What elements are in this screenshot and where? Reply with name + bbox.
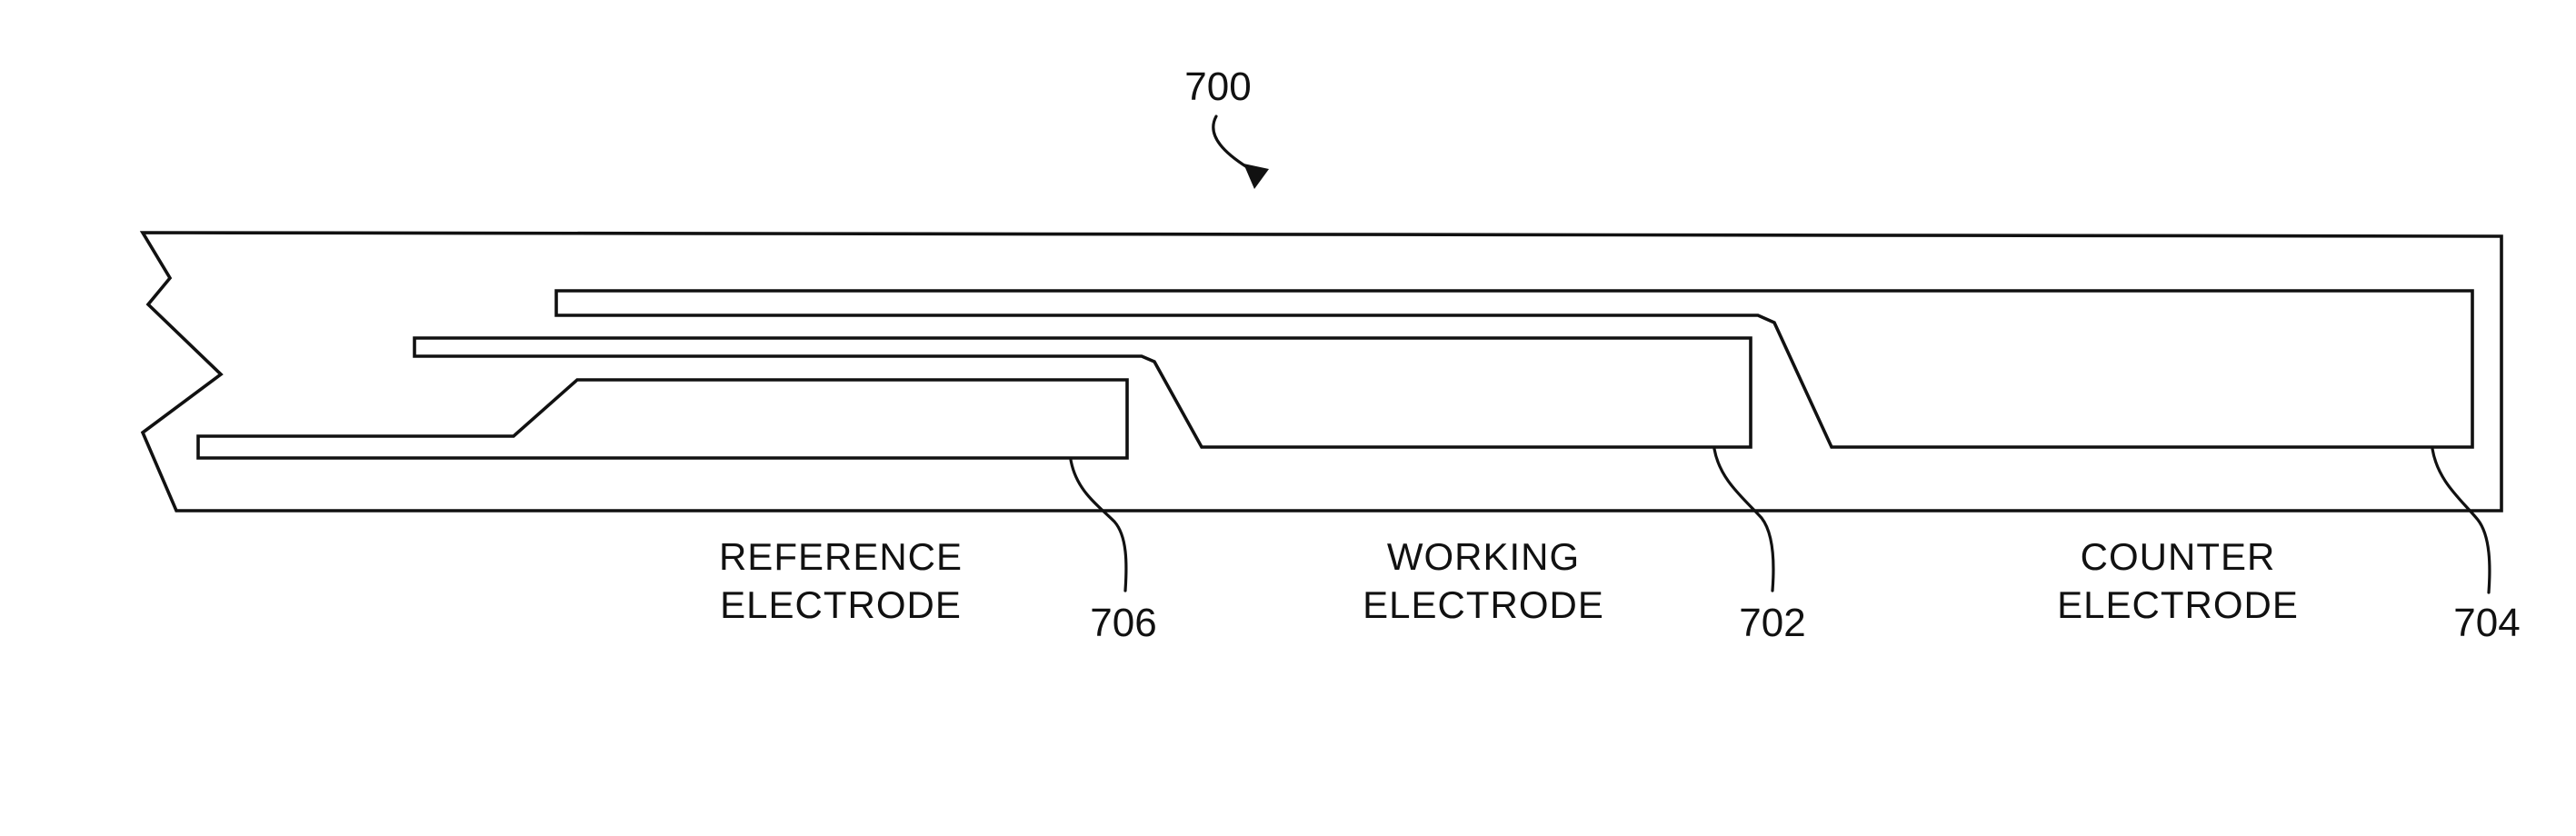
working-electrode-ref: 702 — [1739, 601, 1805, 645]
arrowhead-icon — [1243, 164, 1269, 189]
reference-electrode-label-line2: ELECTRODE — [720, 583, 962, 626]
counter-electrode-trace — [556, 291, 2472, 447]
counter-electrode-label-line1: COUNTER — [2081, 535, 2276, 578]
working-electrode-trace — [414, 338, 1751, 447]
reference-electrode-trace — [198, 380, 1127, 458]
strip-substrate-outline — [143, 233, 2501, 511]
leader-706 — [1071, 460, 1126, 591]
leader-704 — [2432, 449, 2490, 592]
leader-702 — [1714, 449, 1773, 591]
reference-electrode-label-line1: REFERENCE — [719, 535, 963, 578]
working-electrode-label-line1: WORKING — [1387, 535, 1580, 578]
counter-electrode-label-line2: ELECTRODE — [2057, 583, 2299, 626]
figure-ref-700: 700 — [1184, 65, 1251, 109]
counter-electrode-ref: 704 — [2453, 601, 2520, 645]
working-electrode-label-line2: ELECTRODE — [1363, 583, 1604, 626]
reference-electrode-ref: 706 — [1090, 601, 1156, 645]
